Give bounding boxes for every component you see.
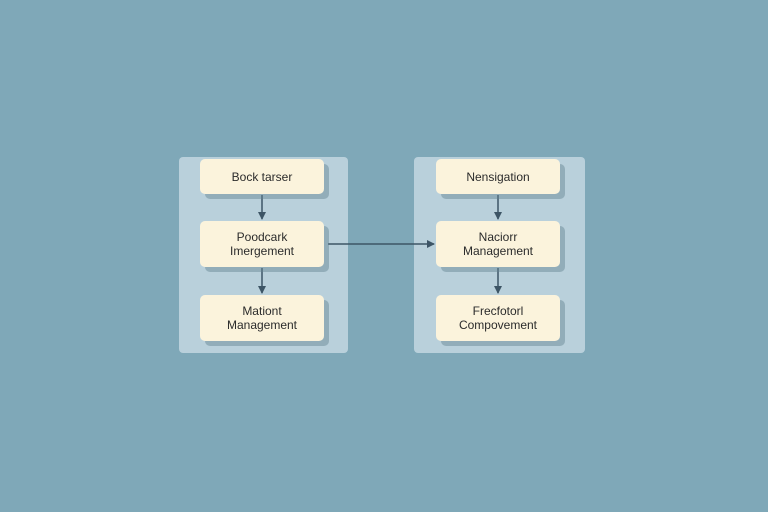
node-frecfotorl-compovement: Frecfotorl Compovement [436,295,560,341]
node-label: Mationt Management [226,304,298,332]
node-nensigation: Nensigation [436,159,560,194]
node-label: Frecfotorl Compovement [458,304,538,332]
node-label: Bock tarser [231,169,293,184]
node-label: Naciorr Management [462,230,534,258]
node-naciorr-management: Naciorr Management [436,221,560,267]
node-bock-tarser: Bock tarser [200,159,324,194]
node-label: Poodcark Imergement [229,230,295,258]
node-mationt-management: Mationt Management [200,295,324,341]
node-label: Nensigation [466,169,530,184]
node-poodcark-imergement: Poodcark Imergement [200,221,324,267]
